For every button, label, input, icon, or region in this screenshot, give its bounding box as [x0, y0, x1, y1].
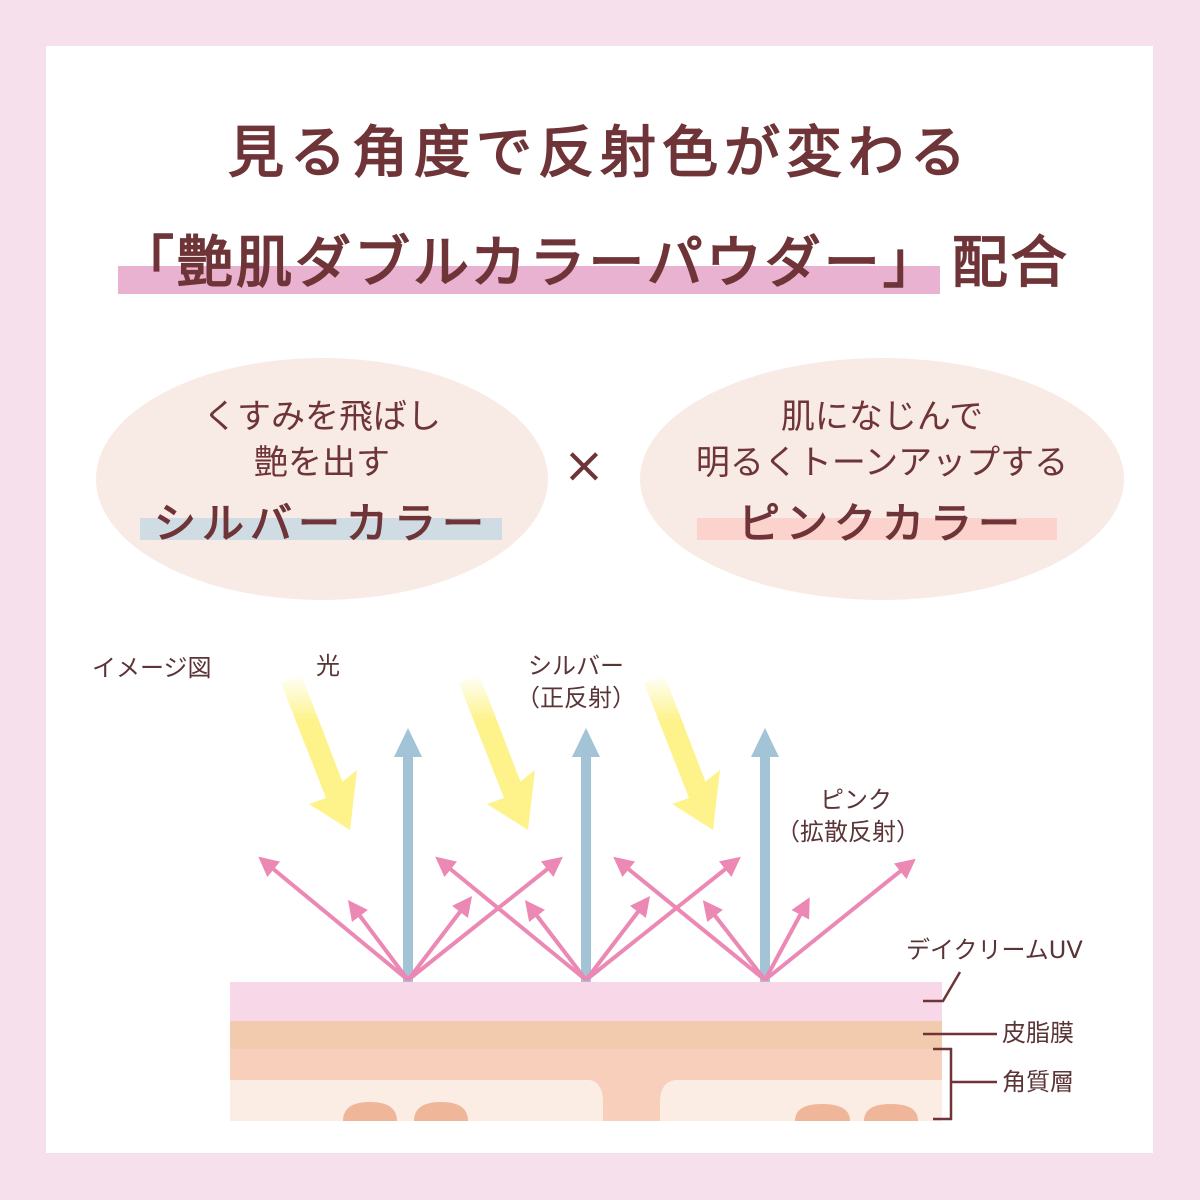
silver-color-label: シルバーカラー	[153, 499, 490, 548]
headline-highlight-bar	[118, 266, 940, 294]
sebum-label: 皮脂膜	[1002, 1019, 1074, 1047]
sebum-layer	[230, 1021, 942, 1050]
pink-description: 肌になじんで 明るくトーンアップする	[640, 394, 1124, 486]
blue-up-arrow-icon	[394, 728, 422, 982]
silver-desc-line1: くすみを飛ばし	[203, 397, 441, 437]
silver-highlight-bar	[140, 518, 502, 540]
blue-up-arrow-icon	[751, 728, 779, 982]
light-arrow-icon	[459, 674, 535, 830]
pink-desc-line1: 肌になじんで	[780, 397, 984, 437]
multiply-icon: ×	[563, 436, 605, 494]
pink-color-label: ピンクカラー	[737, 499, 1026, 548]
blue-up-arrow-icon	[572, 728, 600, 982]
light-label: 光	[316, 652, 340, 680]
light-arrow-icon	[644, 674, 720, 830]
pink-desc-line2: 明るくトーンアップする	[695, 443, 1069, 483]
light-arrows	[281, 674, 720, 830]
headline-line1: 見る角度で反射色が変わる	[228, 121, 972, 186]
headline-line2: 「艶肌ダブルカラーパウダー」配合	[118, 218, 1070, 299]
pink-highlight-bar	[697, 518, 1057, 540]
pink-reflection-label-2: （拡散反射）	[776, 818, 920, 846]
product-name: 「艶肌ダブルカラーパウダー」	[118, 231, 942, 296]
light-arrow-icon	[281, 674, 357, 830]
silver-reflection-label-2: （正反射）	[516, 684, 636, 712]
skin-layers	[230, 982, 942, 1121]
stratum-corneum-label: 角質層	[1002, 1068, 1074, 1096]
leader-lines	[923, 971, 997, 1121]
diffuse-arrows	[258, 856, 916, 982]
day-cream-layer	[230, 982, 942, 1022]
silver-description: くすみを飛ばし 艶を出す	[96, 394, 548, 486]
cell-block-left	[230, 1080, 603, 1121]
silver-desc-line2: 艶を出す	[254, 443, 390, 483]
pink-reflection-label-1: ピンク	[820, 786, 892, 814]
silver-color-bubble	[96, 358, 548, 600]
headline-suffix: 配合	[951, 231, 1070, 296]
day-cream-label: デイクリームUV	[906, 936, 1083, 964]
image-diagram-label: イメージ図	[92, 654, 212, 682]
pink-color-bubble	[640, 358, 1124, 600]
silver-reflection-label-1: シルバー	[528, 652, 624, 680]
specular-arrows	[394, 728, 779, 982]
